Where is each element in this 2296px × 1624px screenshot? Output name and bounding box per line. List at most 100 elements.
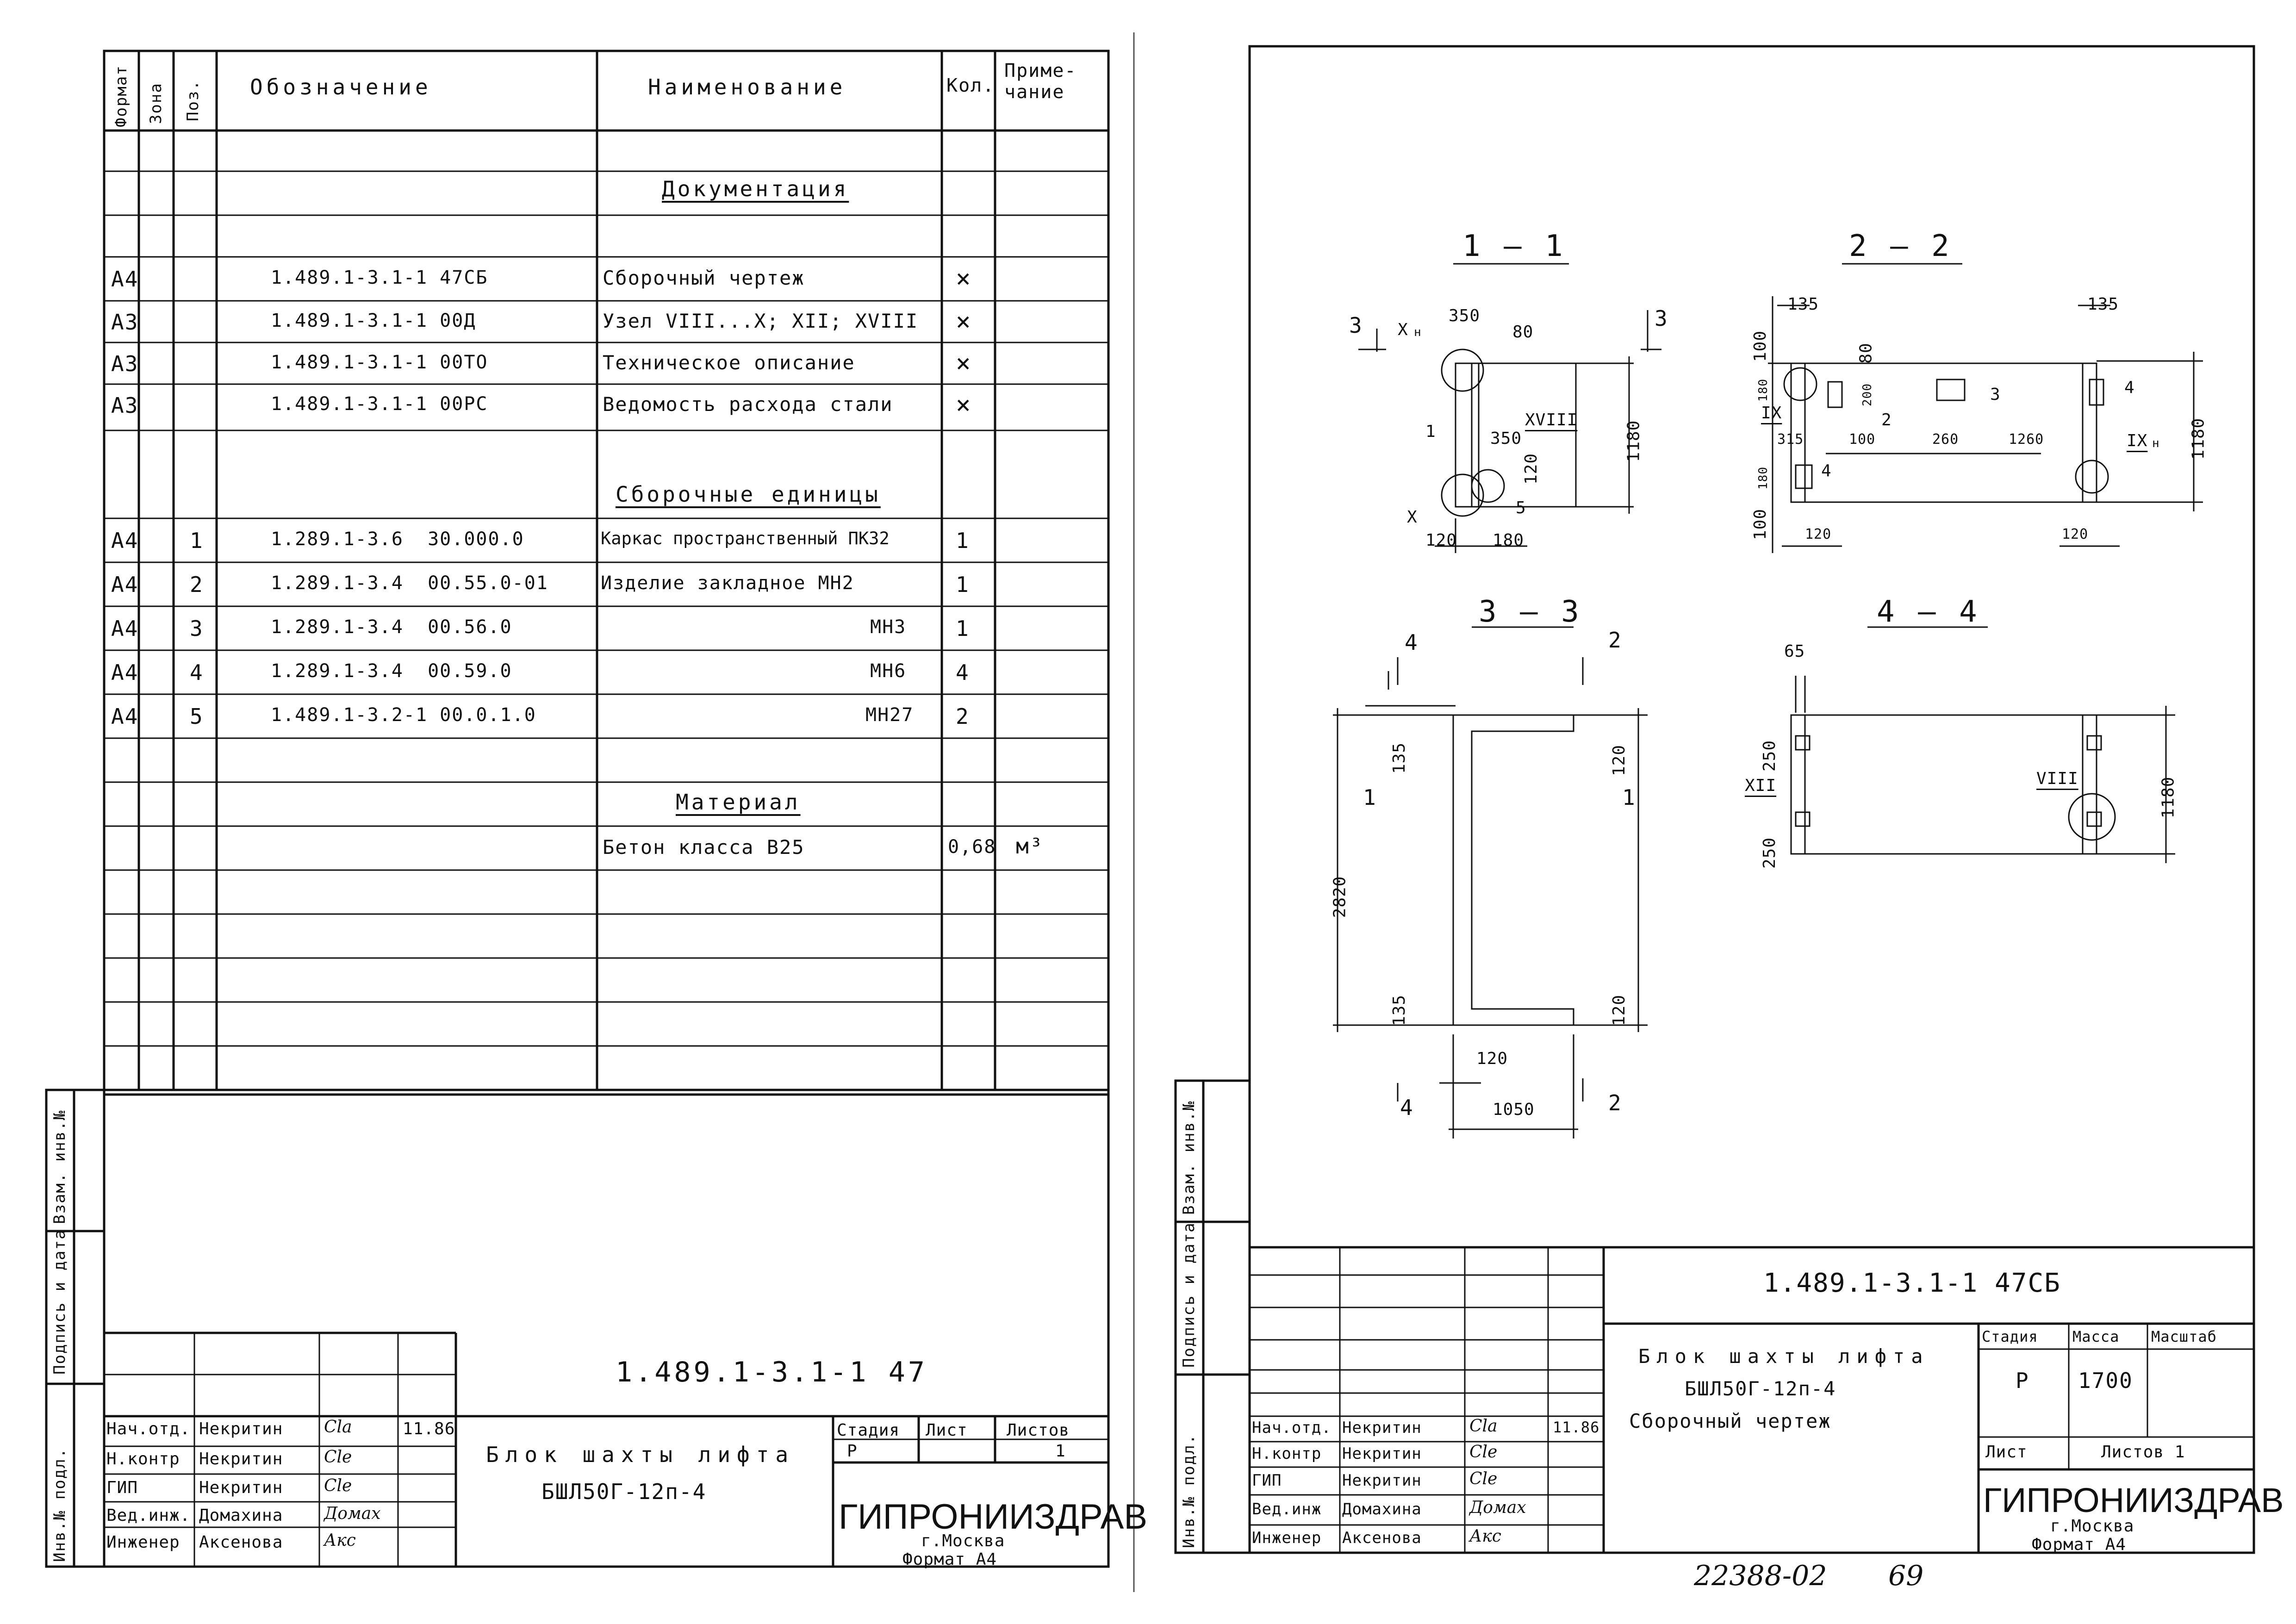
right-stage-header: Стадия bbox=[1982, 1328, 2038, 1345]
unit-row-format: А4 bbox=[111, 704, 139, 729]
dimension-label: 120 bbox=[1522, 453, 1541, 485]
doc-row-name: Ведомость расхода стали bbox=[603, 393, 893, 416]
dimension-label: 180 bbox=[1756, 467, 1770, 490]
unit-row-designation: 1.289.1-3.4 00.59.0 bbox=[271, 660, 512, 682]
callout-label: IX bbox=[2127, 431, 2148, 450]
dimension-label: 1180 bbox=[2159, 776, 2178, 819]
left-signature: Cla bbox=[324, 1418, 352, 1437]
unit-row-qty: 4 bbox=[956, 660, 970, 685]
doc-row-designation: 1.489.1-3.1-1 00ТО bbox=[271, 352, 488, 373]
dimension-label: 100 bbox=[1849, 431, 1876, 448]
cut-mark: 2 bbox=[1608, 1090, 1622, 1115]
left-title-line1: Блок шахты лифта bbox=[486, 1442, 795, 1467]
dimension-label: 180 bbox=[1756, 379, 1770, 402]
unit-row-qty: 2 bbox=[956, 704, 970, 729]
dimension-label: 260 bbox=[1932, 431, 1959, 448]
left-organization: ГИПРОНИИЗДРАВ bbox=[839, 1497, 1148, 1537]
cut-mark: 3 bbox=[1349, 313, 1363, 338]
unit-row-pos: 5 bbox=[190, 704, 204, 729]
right-person-name: Некритин bbox=[1342, 1471, 1422, 1490]
dimension-label: 120 bbox=[1610, 744, 1629, 777]
dimension-label: 65 bbox=[1784, 642, 1805, 661]
dimension-label: 250 bbox=[1760, 740, 1780, 772]
unit-row-name: МН27 bbox=[865, 704, 914, 726]
doc-row-designation: 1.489.1-3.1-1 47СБ bbox=[271, 267, 488, 288]
side-label-signature-date: Подпись и дата bbox=[50, 1229, 69, 1375]
dimension-label: 315 bbox=[1777, 431, 1804, 448]
dimension-label: 135 bbox=[2087, 295, 2119, 314]
left-person-name: Аксенова bbox=[199, 1533, 283, 1552]
doc-row-name: Сборочный чертеж bbox=[603, 267, 805, 289]
dimension-label: 250 bbox=[1760, 837, 1780, 869]
right-role: Н.контр bbox=[1252, 1444, 1322, 1463]
doc-row-qty: × bbox=[956, 264, 972, 293]
unit-row-format: А4 bbox=[111, 660, 139, 685]
callout-label: н bbox=[2152, 436, 2160, 450]
callout-label: VIII bbox=[2036, 769, 2078, 788]
unit-row-pos: 3 bbox=[190, 616, 204, 641]
callout-label: 1 bbox=[1425, 422, 1436, 441]
dimension-label: 1260 bbox=[2009, 431, 2044, 448]
dimension-label: 120 bbox=[2062, 526, 2089, 542]
callout-label: 4 bbox=[2124, 378, 2135, 397]
dimension-label: 1180 bbox=[2189, 417, 2208, 460]
callout-label: X bbox=[1398, 320, 1408, 339]
right-doc-code: 1.489.1-3.1-1 47СБ bbox=[1763, 1268, 2061, 1298]
side-label-inv-podl: Инв.№ подл. bbox=[1180, 1433, 1198, 1548]
header-name: Наименование bbox=[648, 75, 846, 100]
cut-mark: 1 bbox=[1622, 785, 1636, 810]
left-signature: Акс bbox=[324, 1531, 356, 1550]
section-label-3-3: 3 — 3 bbox=[1479, 595, 1582, 629]
page-number: 69 bbox=[1888, 1560, 1924, 1592]
left-role: Нач.отд. bbox=[106, 1419, 191, 1438]
dimension-label: 200 bbox=[1860, 383, 1874, 406]
archive-number: 22388-02 bbox=[1694, 1560, 1827, 1592]
side-label-signature-date: Подпись и дата bbox=[1180, 1222, 1198, 1368]
right-role: Нач.отд. bbox=[1252, 1419, 1332, 1437]
left-role: Вед.инж. bbox=[106, 1506, 191, 1525]
left-sheets-header: Листов bbox=[1007, 1421, 1070, 1440]
right-title-line1: Блок шахты лифта bbox=[1638, 1345, 1929, 1368]
cut-mark: 2 bbox=[1608, 628, 1622, 653]
unit-row-format: А4 bbox=[111, 528, 139, 553]
unit-row-designation: 1.489.1-3.2-1 00.0.1.0 bbox=[271, 704, 536, 726]
right-signature: Cle bbox=[1469, 1469, 1498, 1488]
doc-row-name: Техническое описание bbox=[603, 351, 855, 374]
left-stage-header: Стадия bbox=[837, 1421, 900, 1440]
side-label-replaced-inv: Взам. инв.№ bbox=[1180, 1100, 1198, 1215]
callout-label: IX bbox=[1761, 404, 1782, 423]
doc-row-qty: × bbox=[956, 390, 972, 419]
dimension-label: 135 bbox=[1390, 994, 1409, 1027]
unit-row-name: МН3 bbox=[870, 616, 907, 638]
section-assembly-units: Сборочные единицы bbox=[616, 482, 881, 507]
left-role: Инженер bbox=[106, 1533, 180, 1552]
right-person-name: Аксенова bbox=[1342, 1529, 1422, 1547]
right-format: Формат А4 bbox=[2032, 1535, 2127, 1554]
right-city: г.Москва bbox=[2050, 1517, 2134, 1536]
dimension-label: 350 bbox=[1449, 306, 1481, 325]
right-signature: Cle bbox=[1469, 1443, 1498, 1462]
right-sheet-header: Лист bbox=[1985, 1443, 2028, 1462]
header-designation: Обозначение bbox=[250, 75, 432, 100]
left-format: Формат А4 bbox=[902, 1550, 997, 1569]
unit-row-name: Каркас пространственный ПК32 bbox=[601, 529, 890, 548]
right-role: Инженер bbox=[1252, 1529, 1322, 1547]
right-signature: Домах bbox=[1469, 1498, 1526, 1517]
left-signature: Домах bbox=[324, 1504, 381, 1523]
header-format: Формат bbox=[112, 65, 131, 127]
callout-label: 5 bbox=[1516, 498, 1526, 517]
left-person-name: Некритин bbox=[199, 1419, 283, 1438]
unit-row-name: МН6 bbox=[870, 660, 907, 682]
dimension-label: 100 bbox=[1751, 330, 1770, 362]
doc-row-name: Узел VIII...X; XII; XVIII bbox=[603, 310, 919, 332]
unit-row-pos: 1 bbox=[190, 528, 204, 553]
left-sheet-header: Лист bbox=[926, 1421, 968, 1440]
right-title-line3: Сборочный чертеж bbox=[1629, 1410, 1831, 1432]
cut-mark: 4 bbox=[1400, 1095, 1414, 1120]
left-person-name: Домахина bbox=[199, 1506, 283, 1525]
left-person-name: Некритин bbox=[199, 1478, 283, 1497]
dimension-label: 120 bbox=[1610, 994, 1629, 1027]
left-signature: Cle bbox=[324, 1448, 352, 1467]
right-signature: Акс bbox=[1469, 1527, 1501, 1546]
unit-row-pos: 4 bbox=[190, 660, 204, 685]
